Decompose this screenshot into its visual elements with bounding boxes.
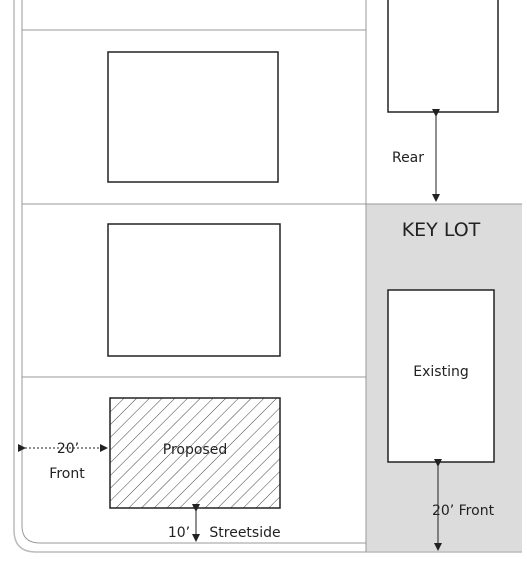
key-lot-front-label: 20’ Front <box>432 503 495 519</box>
key-lot-label: KEY LOT <box>402 219 481 241</box>
streetside-label: Streetside <box>209 525 280 541</box>
front-setback-label: Front <box>49 466 85 482</box>
rear-label: Rear <box>392 150 424 166</box>
front-setback-value: 20’ <box>57 441 79 457</box>
block-inner-border <box>21 0 366 544</box>
proposed-building <box>109 397 281 509</box>
building-lot-2 <box>107 223 281 357</box>
building-lot-1 <box>107 51 279 183</box>
existing-label: Existing <box>413 364 468 380</box>
proposed-label: Proposed <box>163 442 227 458</box>
rear-lot-building <box>387 0 499 113</box>
block-outer-border <box>13 0 522 553</box>
streetside-value: 10’ <box>168 525 190 541</box>
